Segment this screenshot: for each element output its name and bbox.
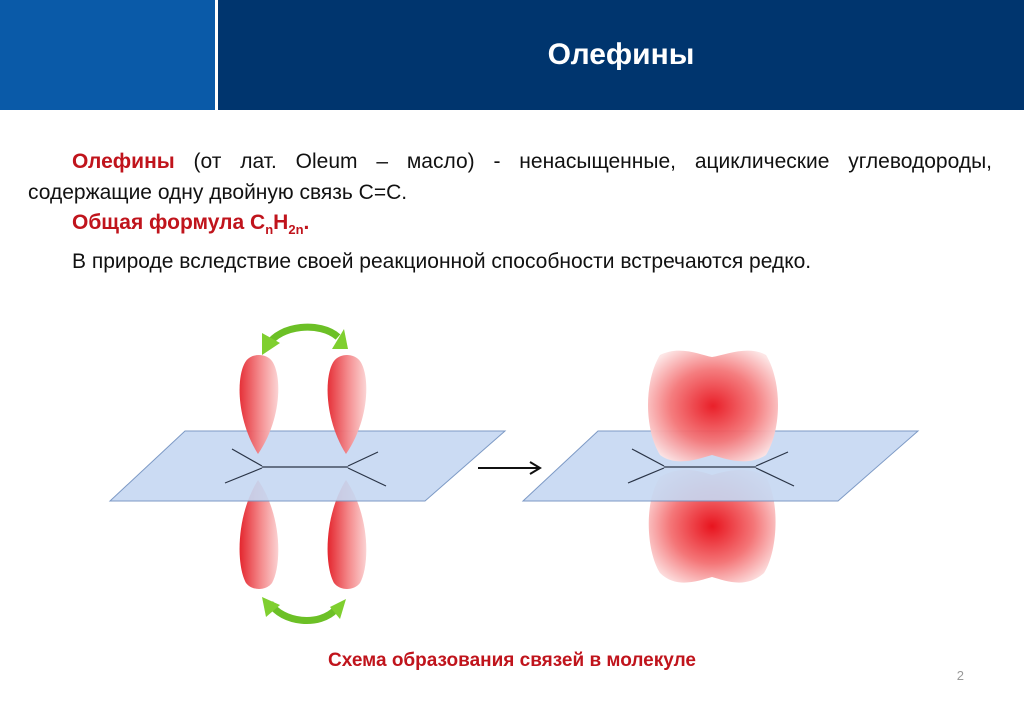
- page-number: 2: [956, 668, 964, 683]
- header-accent-block: [0, 0, 215, 110]
- nature-paragraph: В природе вследствие своей реакционной с…: [72, 250, 812, 273]
- left-p-orbitals-lower: [239, 480, 367, 589]
- left-p-orbitals-upper: [239, 355, 367, 454]
- reaction-arrow-icon: [478, 461, 542, 475]
- header-bar: [218, 0, 1024, 110]
- right-pi-cloud-upper: [648, 350, 778, 462]
- page-title: Олефины: [547, 38, 695, 71]
- formula-sub-2n: 2n: [288, 222, 304, 238]
- formula-label: Общая формула C: [72, 211, 266, 234]
- left-molecular-plane: [108, 430, 507, 502]
- diagram-caption: Схема образования связей в молекуле: [328, 650, 696, 671]
- formula-h: H: [273, 211, 289, 234]
- definition-paragraph: Олефины (от лат. Oleum – масло) - ненасы…: [28, 146, 992, 208]
- right-molecular-plane: [521, 430, 920, 502]
- overlap-arrow-top-icon: [262, 323, 348, 355]
- formula-sub-n: n: [265, 222, 274, 238]
- definition-text: (от лат. Oleum – масло) - ненасыщенные, …: [28, 150, 992, 204]
- term-olefins: Олефины: [72, 150, 175, 173]
- orbital-diagram: [108, 323, 920, 624]
- overlap-arrow-bottom-icon: [262, 597, 346, 624]
- general-formula: Общая формула CnH2n.: [28, 207, 1024, 245]
- formula-end: .: [303, 211, 310, 234]
